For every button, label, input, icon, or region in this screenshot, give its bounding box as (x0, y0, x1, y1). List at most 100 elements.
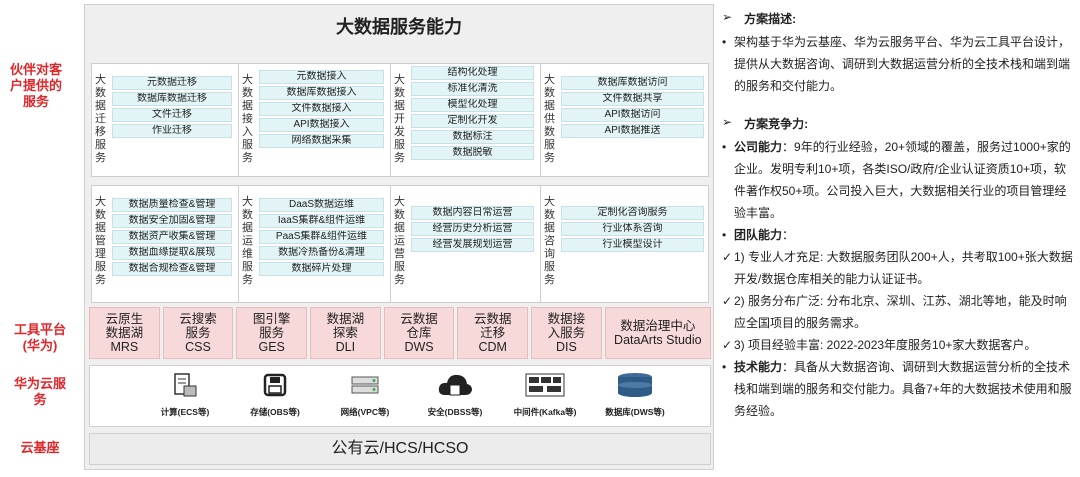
team-point-text: 3) 项目经验丰富: 2022-2023年度服务10+家大数据客户。 (734, 338, 1037, 352)
cloud-service-caption: 网络(VPC等) (340, 407, 390, 417)
service-item: DaaS数据运维 (259, 198, 384, 212)
service-item-list: 元数据迁移数据库数据迁移文件迁移作业迁移 (112, 76, 232, 140)
cloud-service-item: 计算(ECS等) (149, 370, 221, 418)
tech-ability: • 技术能力：具备从大数据咨询、调研到大数据运营分析的全技术栈和端到端的服务和交… (722, 360, 1072, 418)
service-block-label: 大数据开发服务 (394, 74, 405, 164)
check-icon: ✓ (722, 338, 733, 352)
service-block: 大数据开发服务结构化处理标准化清洗模型化处理定制化开发数据标注数据脱敏 (390, 64, 540, 176)
cloud-service-item: 存储(OBS等) (239, 370, 311, 418)
cloud-service-caption: 计算(ECS等) (160, 407, 210, 417)
diagram-title: 大数据服务能力 (336, 17, 462, 37)
service-item: PaaS集群&组件运维 (259, 230, 384, 244)
service-item: 数据安全加固&管理 (112, 214, 232, 228)
service-item: 数据库数据迁移 (112, 92, 232, 106)
service-item: 文件迁移 (112, 108, 232, 122)
service-block: 大数据管理服务数据质量检查&管理数据安全加固&管理数据资产收集&管理数据血缘提取… (92, 186, 238, 302)
company-ability: • 公司能力：9年的行业经验，20+领域的覆盖，服务过1000+家的企业。发明专… (722, 140, 1071, 220)
service-panel-top: 大数据迁移服务元数据迁移数据库数据迁移文件迁移作业迁移大数据接入服务元数据接入数… (91, 63, 709, 177)
cloud-service-caption: 安全(DBSS等) (427, 407, 483, 417)
storage-icon (262, 370, 288, 400)
arrow-icon: ➢ (722, 115, 733, 129)
service-block: 大数据运营服务数据内容日常运营经营历史分析运营经营发展规划运营 (390, 186, 540, 302)
team-point-text: 2) 服务分布广泛: 分布北京、深圳、江苏、湖北等地，能及时响应全国项目的服务需… (734, 294, 1067, 330)
service-item: 经营发展规划运营 (411, 238, 534, 252)
service-item: 数据内容日常运营 (411, 206, 534, 220)
label-cloud-base: 云基座 (20, 440, 60, 455)
service-item: 文件数据共享 (561, 92, 704, 106)
cloud-service-caption: 存储(OBS等) (250, 407, 300, 417)
cloud-base-bar: 公有云/HCS/HCSO (89, 433, 711, 465)
service-item: API数据推送 (561, 124, 704, 138)
team-point: ✓2) 服务分布广泛: 分布北京、深圳、江苏、湖北等地，能及时响应全国项目的服务… (722, 290, 1074, 334)
service-item: 标准化清洗 (411, 82, 534, 96)
solution-description: ➢ 方案描述: • 架构基于华为云基座、华为云服务平台、华为云工具平台设计，提供… (722, 10, 1074, 422)
service-item-list: 结构化处理标准化清洗模型化处理定制化开发数据标注数据脱敏 (411, 66, 534, 162)
service-item-list: 数据质量检查&管理数据安全加固&管理数据资产收集&管理数据血缘提取&展现数据合规… (112, 198, 232, 278)
cloud-service-caption: 数据库(DWS等) (605, 407, 665, 417)
arrow-icon: ➢ (722, 10, 733, 24)
service-item: 网络数据采集 (259, 134, 384, 148)
service-item: 作业迁移 (112, 124, 232, 138)
service-item: 数据质量检查&管理 (112, 198, 232, 212)
service-block-label: 大数据运营服务 (394, 196, 405, 286)
service-item: 元数据迁移 (112, 76, 232, 90)
cloud-service-item: 数据库(DWS等) (599, 370, 671, 418)
service-item-list: 定制化咨询服务行业体系咨询行业模型设计 (561, 206, 704, 254)
service-item: API数据接入 (259, 118, 384, 132)
check-icon: ✓ (722, 294, 733, 308)
team-ability: • 团队能力： (722, 228, 795, 242)
service-block: 大数据供数服务数据库数据访问文件数据共享 API数据访问 API数据推送 (540, 64, 710, 176)
service-block: 大数据接入服务元数据接入数据库数据接入文件数据接入 API数据接入网络数据采集 (238, 64, 390, 176)
middleware-icon (525, 370, 565, 400)
cloud-service-row: 计算(ECS等) 存储(OBS等) 网络(VPC等) 安全(DBSS等) 中间件(Kaf… (89, 365, 711, 427)
service-item: 数据资产收集&管理 (112, 230, 232, 244)
service-item: 数据标注 (411, 130, 534, 144)
service-block-label: 大数据运维服务 (242, 196, 253, 286)
team-point-text: 1) 专业人才充足: 大数据服务团队200+人，共考取100+张大数据开发/数据… (734, 250, 1073, 286)
tool-box: 云搜索 服务 CSS (162, 307, 234, 359)
tool-box: 云数据 仓库 DWS (383, 307, 455, 359)
service-block-label: 大数据咨询服务 (544, 196, 555, 286)
database-icon (615, 370, 655, 400)
service-block-label: 大数据供数服务 (544, 74, 555, 164)
team-point: ✓3) 项目经验丰富: 2022-2023年度服务10+家大数据客户。 (722, 334, 1074, 356)
service-item: 经营历史分析运营 (411, 222, 534, 236)
tool-box: 云数据 迁移 CDM (457, 307, 529, 359)
service-item: 数据冷热备份&清理 (259, 246, 384, 260)
tool-box: 图引擎 服务 GES (236, 307, 308, 359)
comp-heading: ➢ 方案竞争力: (722, 115, 809, 131)
cloud-security-icon (437, 370, 473, 400)
tool-box: 云原生 数据湖 MRS (89, 307, 160, 359)
tool-box: 数据湖 探索 DLI (310, 307, 381, 359)
service-item: 元数据接入 (259, 70, 384, 84)
service-block-label: 大数据迁移服务 (95, 74, 106, 164)
service-block-label: 大数据接入服务 (242, 74, 253, 164)
team-point: ✓1) 专业人才充足: 大数据服务团队200+人，共考取100+张大数据开发/数… (722, 246, 1074, 290)
service-item: 数据碎片处理 (259, 262, 384, 276)
cloud-service-caption: 中间件(Kafka等) (513, 407, 577, 417)
service-item: 定制化开发 (411, 114, 534, 128)
cloud-service-item: 中间件(Kafka等) (509, 370, 581, 418)
service-block: 大数据迁移服务元数据迁移数据库数据迁移文件迁移作业迁移 (92, 64, 238, 176)
service-item: 定制化咨询服务 (561, 206, 704, 220)
label-tool-platform: 工具平台(华为) (13, 322, 66, 353)
service-item: 结构化处理 (411, 66, 534, 80)
service-item: API数据访问 (561, 108, 704, 122)
service-item: 数据库数据访问 (561, 76, 704, 90)
service-item: 行业体系咨询 (561, 222, 704, 236)
service-item: 数据血缘提取&展现 (112, 246, 232, 260)
service-item: 文件数据接入 (259, 102, 384, 116)
service-item-list: 元数据接入数据库数据接入文件数据接入 API数据接入网络数据采集 (259, 70, 384, 150)
service-item: 行业模型设计 (561, 238, 704, 252)
service-block: 大数据咨询服务定制化咨询服务行业体系咨询行业模型设计 (540, 186, 710, 302)
service-panel-mid: 大数据管理服务数据质量检查&管理数据安全加固&管理数据资产收集&管理数据血缘提取… (91, 185, 709, 303)
tool-box: 数据接 入服务 DIS (531, 307, 602, 359)
team-points: ✓1) 专业人才充足: 大数据服务团队200+人，共考取100+张大数据开发/数… (722, 246, 1074, 356)
label-cloud-service: 华为云服务 (13, 376, 66, 407)
service-item: 数据库数据接入 (259, 86, 384, 100)
capability-frame: 大数据服务能力 大数据迁移服务元数据迁移数据库数据迁移文件迁移作业迁移大数据接入… (84, 4, 714, 470)
